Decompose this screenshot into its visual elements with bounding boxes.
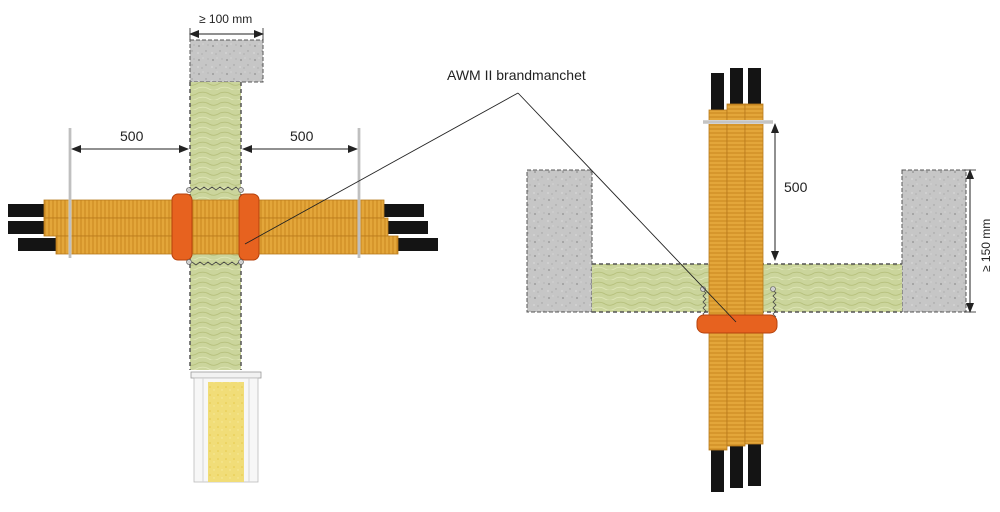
callout-fire-collar: AWM II brandmanchet (244, 67, 737, 323)
left-distance-label: 500 (120, 128, 144, 144)
vertical-pipes (703, 68, 773, 492)
pipe-insulation (43, 199, 385, 219)
wall-concrete-top (189, 39, 264, 83)
pipe-insulation (55, 235, 399, 255)
pipe-core (8, 221, 48, 234)
wall-board-section (190, 371, 262, 483)
pipe-core (394, 238, 438, 251)
dimension-right-distance: 500 (242, 128, 358, 153)
wall-section (189, 39, 264, 483)
pipe-core (18, 238, 58, 251)
pipe-core (748, 440, 761, 486)
pipe-insulation (744, 103, 764, 445)
dimension-floor-thickness: ≥ 150 mm (964, 169, 993, 313)
pipe-core (380, 204, 424, 217)
pipe-core (8, 204, 48, 217)
horizontal-pipes (8, 128, 438, 258)
pipe-insulation (726, 103, 746, 447)
pipe-core (730, 442, 743, 488)
floor-thickness-label: ≥ 150 mm (979, 219, 993, 272)
floor-concrete-left (526, 169, 593, 313)
dimension-vertical-distance: 500 (771, 123, 808, 261)
pipe-core (711, 440, 724, 492)
dimension-wall-thickness: ≥ 100 mm (189, 12, 264, 40)
pipe-core (384, 221, 428, 234)
wall-thickness-label: ≥ 100 mm (199, 12, 252, 26)
pipe-insulation (43, 217, 389, 237)
right-distance-label: 500 (290, 128, 314, 144)
dimension-left-distance: 500 (71, 128, 189, 153)
floor-concrete-right (901, 169, 967, 313)
fire-collar-right (696, 286, 778, 334)
vertical-distance-label: 500 (784, 179, 808, 195)
pipe-insulation (708, 109, 728, 451)
callout-label: AWM II brandmanchet (447, 67, 586, 83)
fire-collar-left (171, 186, 260, 266)
